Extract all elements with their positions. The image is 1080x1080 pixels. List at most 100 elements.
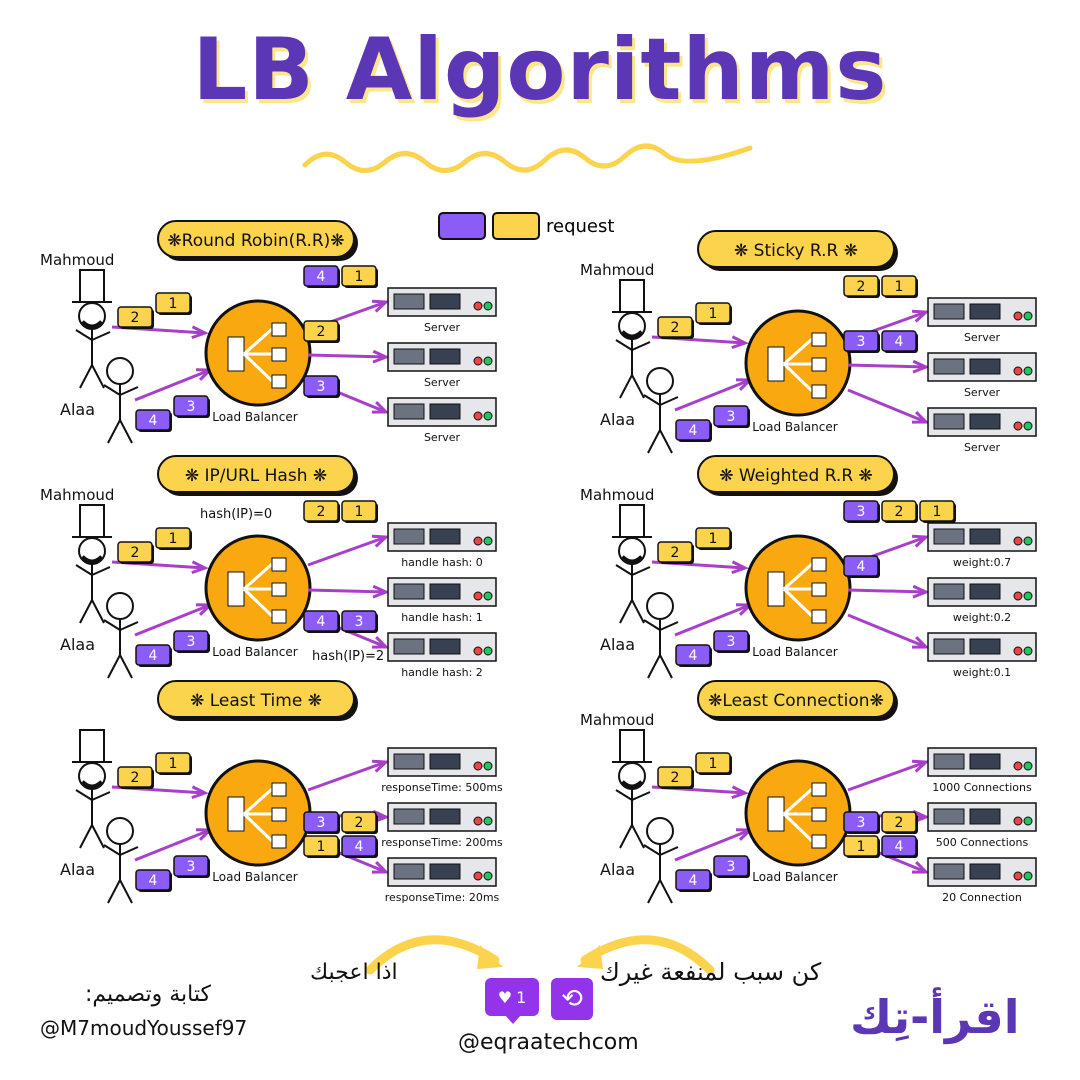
leg <box>659 654 673 679</box>
lb-target-box <box>271 347 287 362</box>
user-name-mahmoud: Mahmoud <box>40 251 114 269</box>
leg <box>659 429 673 454</box>
request-tag-number: 3 <box>857 815 866 831</box>
leg <box>107 654 121 679</box>
request-arrow <box>307 760 387 792</box>
request-tag-box <box>341 265 377 287</box>
eqraatech-logo: اقرأ-تِك <box>850 990 1020 1044</box>
server-led-green <box>483 356 493 366</box>
request-arrow <box>847 363 927 369</box>
request-tag-number: 1 <box>709 756 718 772</box>
request-tag-box <box>881 275 917 297</box>
arm <box>631 341 651 351</box>
server-drive <box>393 808 425 825</box>
request-tag: 1 <box>881 275 918 298</box>
request-tag-box <box>881 811 917 833</box>
request-tag-number: 4 <box>149 413 158 429</box>
load-balancer-label: Load Balancer <box>212 645 297 659</box>
user-name-mahmoud: Mahmoud <box>580 261 654 279</box>
server-drive <box>429 638 461 655</box>
request-tag-box <box>713 855 749 877</box>
leg <box>119 879 133 904</box>
request-tag-number: 2 <box>131 545 140 561</box>
person-mahmoud-figure <box>612 504 652 624</box>
server <box>927 802 1037 832</box>
server-label: responseTime: 200ms <box>381 836 503 849</box>
person-alaa-figure <box>643 817 679 904</box>
arm <box>643 394 661 406</box>
arrow-head <box>911 759 930 773</box>
server-label: responseTime: 500ms <box>381 781 503 794</box>
server-led-green <box>483 536 493 546</box>
request-tag: 3 <box>713 630 750 653</box>
request-tag-number: 4 <box>317 614 326 630</box>
request-tag-number: 3 <box>317 815 326 831</box>
request-tag-box <box>657 766 693 788</box>
lb-target-box <box>271 374 287 389</box>
request-tag: 3 <box>843 500 880 523</box>
request-tag-box <box>881 330 917 352</box>
arm <box>119 386 139 396</box>
leg <box>631 599 645 624</box>
like-button[interactable]: ♥1 <box>485 978 539 1016</box>
request-tag-number: 4 <box>689 648 698 664</box>
lb-source-box <box>767 571 785 607</box>
request-tag-box <box>881 835 917 857</box>
request-tag: 4 <box>341 835 378 858</box>
request-tag-number: 4 <box>895 334 904 350</box>
leg <box>79 364 93 389</box>
arrow-head <box>735 828 754 841</box>
request-tag-number: 3 <box>727 634 736 650</box>
lb-branch <box>243 562 273 591</box>
server-drive <box>969 753 1001 770</box>
lb-branch <box>783 337 813 366</box>
server-label: handle hash: 1 <box>401 611 483 624</box>
arrow-head <box>371 534 390 548</box>
server <box>387 747 497 777</box>
server-drive <box>393 583 425 600</box>
request-arrow <box>847 613 927 649</box>
lb-target-box <box>271 582 287 597</box>
request-tag: 4 <box>675 419 712 442</box>
request-tag-number: 3 <box>355 614 364 630</box>
request-tag: 2 <box>881 811 918 834</box>
request-tag-box <box>341 500 377 522</box>
request-tag-number: 3 <box>727 859 736 875</box>
server-label: weight:0.7 <box>953 556 1011 569</box>
leg <box>91 364 105 389</box>
lb-target-box <box>811 807 827 822</box>
request-tag-box <box>173 855 209 877</box>
person-alaa-figure <box>103 817 139 904</box>
lb-source-box <box>767 346 785 382</box>
panel-title: ❋ Least Time ❋ <box>190 691 322 711</box>
request-tag-box <box>341 811 377 833</box>
server-drive <box>429 808 461 825</box>
request-tag-box <box>303 265 339 287</box>
server-led-green <box>1023 871 1033 881</box>
lb-branch <box>782 362 814 393</box>
request-tag-box <box>155 527 191 549</box>
request-tag: 4 <box>881 835 918 858</box>
request-tag: 1 <box>843 835 880 858</box>
request-tag: 4 <box>675 869 712 892</box>
request-tag: 1 <box>155 292 192 315</box>
server-led-green <box>483 411 493 421</box>
server-led-red <box>473 816 483 826</box>
server-drive <box>429 753 461 770</box>
user-name-alaa: Alaa <box>60 400 95 419</box>
arrow-head <box>731 335 749 350</box>
moustache <box>80 555 104 565</box>
author-handle: @M7moudYoussef97 <box>40 1016 248 1040</box>
arrow-head <box>731 785 749 800</box>
lb-target-box <box>271 782 287 797</box>
server-label: weight:0.2 <box>953 611 1011 624</box>
request-tag-box <box>303 320 339 342</box>
request-tag: 3 <box>303 375 340 398</box>
repost-button[interactable]: ⟲ <box>551 978 593 1020</box>
person-alaa-figure <box>643 592 679 679</box>
request-tag: 2 <box>657 541 694 564</box>
server-led-red <box>1013 311 1023 321</box>
arrow-head <box>195 828 214 841</box>
